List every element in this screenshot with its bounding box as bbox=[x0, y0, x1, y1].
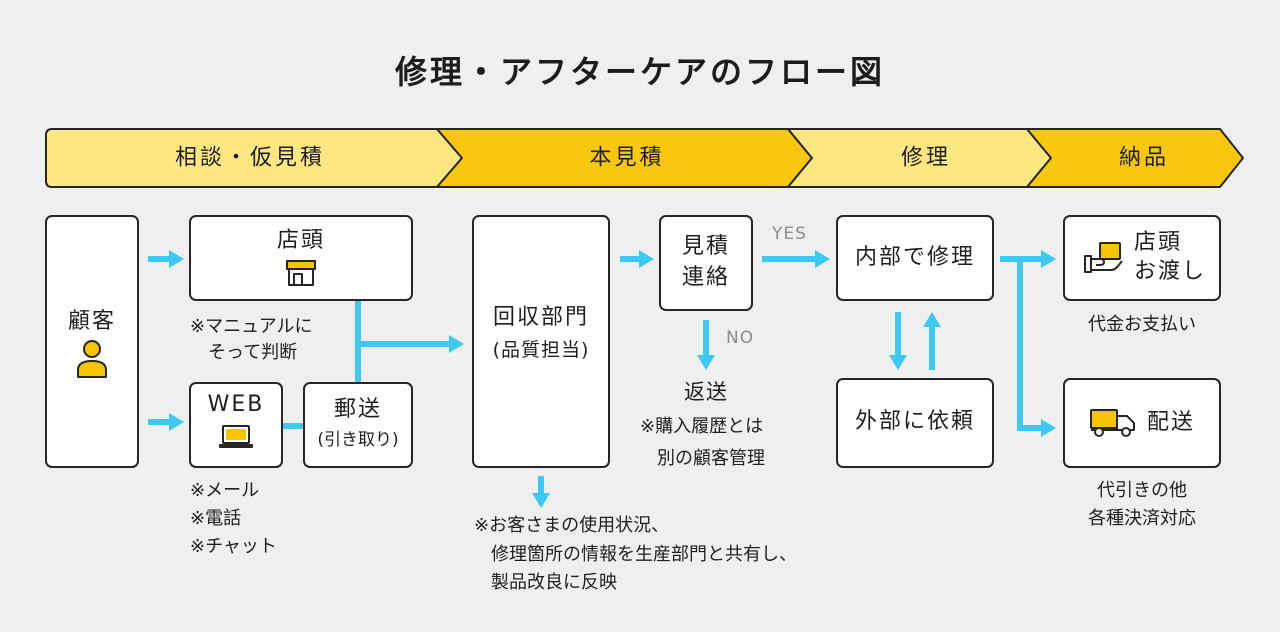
phase-label-estimate: 本見積 bbox=[589, 146, 664, 171]
node-store-label: 店頭 bbox=[276, 228, 325, 253]
arrow-collection-to-estimate bbox=[620, 250, 654, 268]
node-customer: 顧客 bbox=[45, 215, 139, 468]
store-note-line-1: ※マニュアルに bbox=[190, 316, 313, 337]
node-collection-department: 回収部門 (品質担当) bbox=[472, 215, 610, 468]
node-internal-repair-label: 内部で修理 bbox=[854, 245, 975, 270]
arrow-internal-to-handover bbox=[1000, 250, 1056, 268]
laptop-icon bbox=[219, 425, 253, 448]
arrow-collection-down bbox=[532, 476, 550, 508]
phase-label-consultation: 相談・仮見積 bbox=[175, 146, 325, 171]
person-icon bbox=[77, 340, 107, 378]
web-note-phone: ※電話 bbox=[190, 508, 242, 529]
node-store-handover: 店頭 お渡し bbox=[1063, 215, 1221, 301]
delivery-truck-icon bbox=[1090, 409, 1135, 437]
node-external-request-label: 外部に依頼 bbox=[854, 409, 975, 434]
node-estimate-label-line-1: 見積 bbox=[681, 234, 730, 259]
web-note-email: ※メール bbox=[190, 480, 260, 501]
store-note-line-2: そって判断 bbox=[208, 342, 298, 363]
node-handover-label-line-2: お渡し bbox=[1134, 259, 1207, 284]
node-collection-label: 回収部門 bbox=[492, 305, 589, 330]
node-collection-sublabel: (品質担当) bbox=[492, 339, 590, 361]
arrow-customer-to-store bbox=[148, 250, 184, 268]
collection-note-line-3: 製品改良に反映 bbox=[491, 572, 617, 593]
shop-icon bbox=[286, 260, 316, 286]
node-customer-label: 顧客 bbox=[67, 309, 116, 334]
hand-package-icon bbox=[1084, 242, 1123, 273]
node-mail-pickup: 郵送 (引き取り) bbox=[303, 382, 413, 468]
edge-label-yes: YES bbox=[772, 224, 807, 244]
node-mail-label: 郵送 bbox=[333, 397, 382, 422]
arrow-external-to-internal bbox=[923, 312, 941, 370]
arrow-to-collection bbox=[355, 335, 464, 353]
phase-label-delivery: 納品 bbox=[1119, 146, 1169, 171]
collection-note-line-2: 修理箇所の情報を生産部門と共有し、 bbox=[491, 544, 797, 565]
delivery-note-line-2: 各種決済対応 bbox=[1088, 508, 1196, 529]
node-store: 店頭 bbox=[189, 215, 413, 301]
node-estimate-contact: 見積 連絡 bbox=[659, 215, 753, 311]
node-web-label: WEB bbox=[207, 392, 265, 417]
arrow-customer-to-web bbox=[148, 413, 184, 431]
web-note-chat: ※チャット bbox=[190, 536, 277, 557]
node-mail-sublabel: (引き取り) bbox=[317, 430, 399, 450]
node-internal-repair: 内部で修理 bbox=[836, 215, 994, 301]
node-delivery: 配送 bbox=[1063, 378, 1221, 468]
return-note-line-1: ※購入履歴とは bbox=[640, 416, 764, 437]
node-external-request: 外部に依頼 bbox=[836, 378, 994, 468]
arrow-estimate-no bbox=[697, 320, 715, 370]
node-delivery-label: 配送 bbox=[1147, 410, 1196, 435]
phase-segment-delivery bbox=[1026, 128, 1244, 188]
phase-label-repair: 修理 bbox=[901, 146, 951, 171]
phase-band: 相談・仮見積 本見積 修理 納品 bbox=[45, 128, 1244, 188]
arrow-internal-to-external bbox=[889, 312, 907, 370]
node-estimate-label-line-2: 連絡 bbox=[681, 265, 730, 290]
node-handover-label-line-1: 店頭 bbox=[1134, 230, 1183, 255]
arrow-estimate-yes bbox=[762, 250, 830, 268]
node-web: WEB bbox=[189, 382, 283, 468]
handover-note: 代金お支払い bbox=[1088, 314, 1196, 335]
arrow-branch-to-delivery bbox=[1017, 419, 1056, 437]
return-note-line-2: 別の顧客管理 bbox=[657, 448, 765, 469]
collection-note-line-1: ※お客さまの使用状況、 bbox=[474, 515, 670, 536]
page-title: 修理・アフターケアのフロー図 bbox=[394, 53, 885, 91]
return-label: 返送 bbox=[684, 380, 728, 404]
edge-label-no: NO bbox=[726, 328, 755, 348]
delivery-note-line-1: 代引きの他 bbox=[1097, 480, 1187, 501]
phase-segment-consultation bbox=[45, 128, 463, 188]
